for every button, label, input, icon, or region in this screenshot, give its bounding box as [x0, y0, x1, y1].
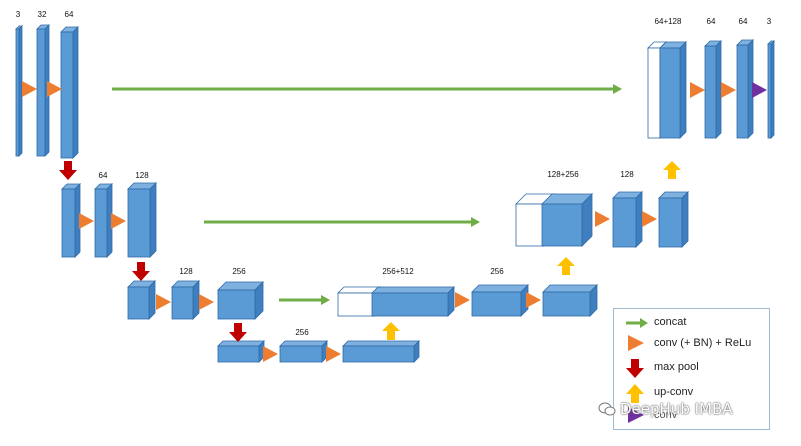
conv-arrow-enc1-b: [47, 81, 62, 97]
bottom-block-256a: [279, 340, 328, 363]
label-dec3-concat: 256+512: [382, 267, 414, 276]
label-enc2-64: 64: [98, 171, 108, 180]
final-conv-arrow: [752, 82, 767, 98]
concat-arrow-1: [112, 84, 622, 94]
up-arrow-2: [663, 161, 681, 179]
legend-up-conv-label: up-conv: [654, 386, 694, 398]
concat-arrow-3: [279, 295, 330, 305]
dec3-concat-filled: [371, 286, 455, 317]
dec1-block-3: [767, 40, 775, 139]
conv-arrow-dec2-a: [595, 211, 610, 227]
label-dec1-3: 3: [766, 17, 772, 26]
conv-legend-icon: [628, 335, 644, 351]
legend: concat conv (+ BN) + ReLu max pool up-co…: [613, 308, 770, 430]
dec1-block-64b: [736, 39, 754, 139]
concat-legend-icon: [626, 318, 648, 328]
enc2-block-128: [127, 182, 157, 258]
label-enc1-32: 32: [37, 10, 47, 19]
up-arrow-bottom: [382, 322, 400, 340]
dec2-concat-filled: [541, 193, 593, 247]
label-dec2-128: 128: [620, 170, 634, 179]
legend-conv-label: conv (+ BN) + ReLu: [654, 337, 752, 349]
label-enc1-3: 3: [15, 10, 21, 19]
label-dec3-256: 256: [490, 267, 504, 276]
conv-arrow-enc1-a: [22, 81, 37, 97]
conv-arrow-enc3-a: [156, 294, 171, 310]
label-dec2-concat: 128+256: [547, 170, 579, 179]
pool-arrow-2: [132, 262, 150, 281]
conv-arrow-enc2-b: [111, 213, 126, 229]
conv-arrow-dec2-b: [642, 211, 657, 227]
feature-map-blocks: [15, 24, 775, 363]
label-bottom-256: 256: [295, 328, 309, 337]
conv-arrow-dec3-b: [526, 292, 541, 308]
enc2-block-in: [61, 183, 81, 258]
enc3-block-256: [217, 281, 264, 320]
label-dec1-64b: 64: [738, 17, 748, 26]
conv-arrow-bottom-a: [263, 346, 278, 362]
pool-arrow-1: [59, 161, 77, 180]
conv-arrow-dec1-a: [690, 82, 705, 98]
dec3-block-256b: [542, 284, 598, 317]
label-enc1-64: 64: [64, 10, 74, 19]
enc3-block-128: [171, 280, 200, 320]
concat-arrow-2: [204, 217, 480, 227]
pool-arrow-3: [229, 323, 247, 342]
legend-concat-label: concat: [654, 316, 687, 328]
conv-arrow-dec1-b: [721, 82, 736, 98]
bottom-block-in: [217, 340, 265, 363]
label-enc3-256: 256: [232, 267, 246, 276]
conv-arrow-dec3-a: [455, 292, 470, 308]
arrows: [22, 81, 767, 362]
label-dec1-64a: 64: [706, 17, 716, 26]
bottom-block-256b: [342, 340, 420, 363]
legend-max-pool-label: max pool: [654, 361, 699, 373]
dec1-concat-filled: [659, 41, 687, 139]
conv-arrow-enc2-a: [79, 213, 94, 229]
label-enc3-128: 128: [179, 267, 193, 276]
dec1-block-64a: [704, 40, 722, 139]
dec2-block-128b: [658, 191, 689, 248]
up-conv-legend-icon: [626, 384, 644, 403]
conv-arrow-bottom-b: [326, 346, 341, 362]
legend-conv-last-label: conv: [654, 409, 678, 421]
watermark: DeepHub IMBA: [620, 400, 733, 418]
enc3-block-in: [127, 280, 156, 320]
max-pool-legend-icon: [626, 359, 644, 378]
enc1-block-64: [60, 26, 79, 159]
label-enc2-128: 128: [135, 171, 149, 180]
enc1-block-3: [15, 25, 23, 157]
conv-arrow-enc3-b: [199, 294, 214, 310]
label-dec1-concat: 64+128: [654, 17, 682, 26]
up-arrow-3: [557, 257, 575, 275]
final-conv-legend-icon: [628, 407, 644, 423]
wechat-icon: [598, 402, 616, 416]
dec2-block-128a: [612, 191, 643, 248]
legend-icons: [626, 318, 648, 423]
enc2-block-64: [94, 183, 113, 258]
dec3-block-256a: [471, 284, 529, 317]
